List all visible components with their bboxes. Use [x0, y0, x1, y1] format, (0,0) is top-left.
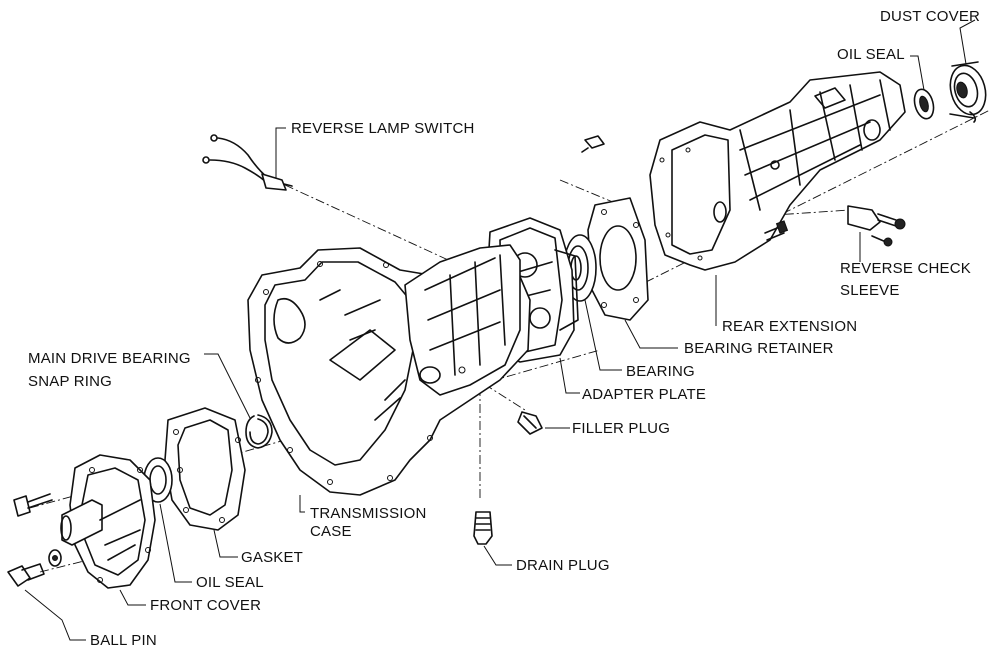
label-dust-cover: DUST COVER: [880, 8, 981, 25]
label-reverse-check-sleeve: REVERSE CHECK SLEEVE: [840, 258, 971, 302]
label-drain-plug: DRAIN PLUG: [516, 557, 610, 574]
leader-lines: [24, 19, 976, 641]
rear-extension-part: [649, 71, 906, 271]
label-adapter-plate: ADAPTER PLATE: [582, 386, 707, 403]
front-cover-part: [60, 454, 156, 589]
snap-ring-part: [245, 414, 273, 449]
label-rear-extension: REAR EXTENSION: [722, 318, 858, 335]
label-reverse-check-line-2: SLEEVE: [840, 282, 900, 299]
dust-cover-part: [949, 61, 987, 123]
label-bearing: BEARING: [626, 363, 695, 380]
label-ball-pin: BALL PIN: [90, 632, 157, 649]
label-gasket: GASKET: [241, 549, 304, 566]
gasket-part: [164, 407, 246, 531]
label-main-drive-line-1: MAIN DRIVE BEARING: [28, 350, 191, 367]
bearing-retainer-part: [587, 197, 649, 321]
label-oil-seal-front: OIL SEAL: [196, 574, 264, 591]
label-reverse-lamp-switch: REVERSE LAMP SWITCH: [291, 120, 475, 137]
label-reverse-check-line-1: REVERSE CHECK: [840, 260, 971, 277]
filler-plug-part: [517, 411, 543, 435]
label-transmission-line-2: CASE: [310, 523, 352, 540]
label-main-drive-line-2: SNAP RING: [28, 373, 113, 390]
top-bolt-part: [581, 135, 605, 153]
label-oil-seal-rear: OIL SEAL: [837, 46, 905, 63]
front-bolt-part: [13, 493, 53, 517]
ball-pin-part: [7, 549, 62, 587]
rear-oil-seal-part: [913, 88, 935, 120]
drain-plug-part: [473, 511, 493, 545]
label-main-drive-bearing-snap-ring: MAIN DRIVE BEARING SNAP RING: [28, 347, 191, 393]
reverse-lamp-switch-part: [202, 134, 293, 191]
label-front-cover: FRONT COVER: [150, 597, 262, 614]
label-filler-plug: FILLER PLUG: [572, 420, 671, 437]
transmission-case-part: [247, 244, 531, 496]
label-transmission-case: TRANSMISSION CASE: [310, 505, 427, 541]
reverse-check-sleeve-part: [847, 205, 906, 247]
label-transmission-line-1: TRANSMISSION: [310, 505, 427, 522]
label-bearing-retainer: BEARING RETAINER: [684, 340, 834, 357]
